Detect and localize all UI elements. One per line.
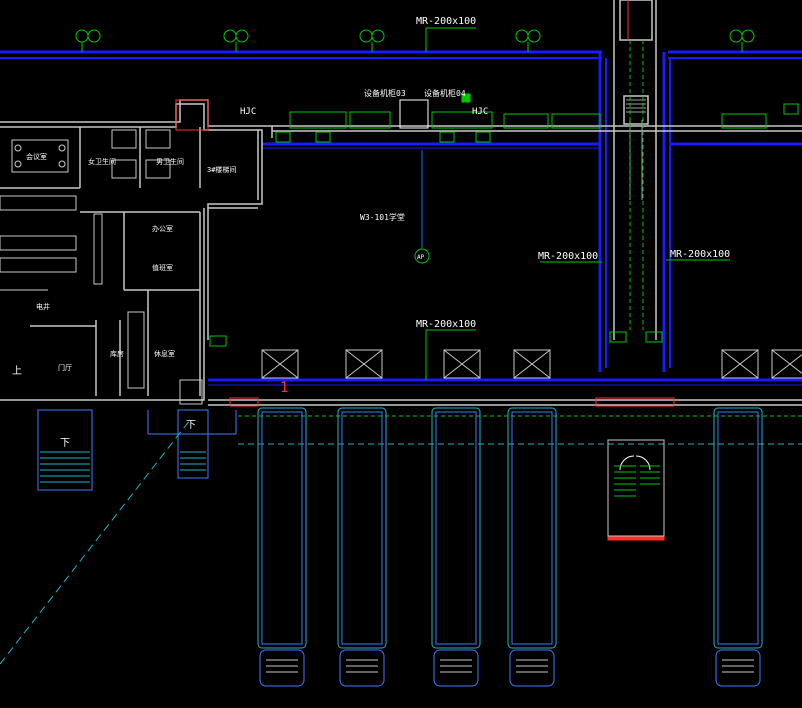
mid-cable-tray <box>262 142 802 149</box>
top-cable-tray <box>0 50 802 372</box>
leader-lines <box>425 27 730 380</box>
room-gents: 男卫生间 <box>156 157 184 166</box>
tray-label-right-b: MR-200x100 <box>670 249 730 260</box>
room-lobby: 门厅 <box>58 363 72 372</box>
room-ladies: 女卫生间 <box>88 157 116 166</box>
room-main: W3-101学堂 <box>360 212 405 222</box>
ap-symbol <box>414 248 430 264</box>
outlet-symbols-mid <box>209 103 799 347</box>
ventilation-unit <box>721 349 759 379</box>
left-stair-treads <box>40 451 206 483</box>
room-electric: 电井 <box>36 302 50 311</box>
parking-column <box>507 407 557 687</box>
room-office-a: 办公室 <box>152 224 173 233</box>
room-storage: 库房 <box>110 349 124 358</box>
bottom-cable-tray <box>208 378 802 386</box>
ap-label: AP <box>417 254 425 261</box>
stair-down-mid: 下 <box>186 420 196 431</box>
grid-number: 1 <box>280 380 288 396</box>
parking-column <box>257 407 307 687</box>
stair-down-left: 下 <box>60 438 70 449</box>
tray-label-top: MR-200x100 <box>416 16 476 27</box>
tray-label-right-a: MR-200x100 <box>538 251 598 262</box>
cabinet-04-label: 设备机柜04 <box>424 88 466 98</box>
room-meeting: 会议室 <box>26 152 47 161</box>
ventilation-units <box>261 349 802 379</box>
ventilation-unit <box>513 349 551 379</box>
ventilation-unit <box>261 349 299 379</box>
room-office-b: 值班室 <box>152 263 173 272</box>
ventilation-unit <box>443 349 481 379</box>
center-staircase <box>607 439 665 537</box>
parking-column <box>337 407 387 687</box>
room-duty: 休息室 <box>154 349 175 358</box>
stair-up: 上 <box>12 365 22 377</box>
hjc-right-label: HJC <box>472 107 488 117</box>
room-elevator: 3#楼梯间 <box>207 165 236 174</box>
equipment-row <box>289 93 767 129</box>
tray-label-mid: MR-200x100 <box>416 319 476 330</box>
outlet-symbols-top <box>75 29 755 52</box>
parking-column <box>713 407 763 687</box>
ventilation-unit <box>345 349 383 379</box>
left-staircase <box>37 409 237 491</box>
ventilation-unit <box>771 349 802 379</box>
parking-column <box>431 407 481 687</box>
left-rooms <box>0 129 203 405</box>
center-stair-treads <box>614 465 660 497</box>
hjc-left-label: HJC <box>240 107 256 117</box>
cabinet-03-label: 设备机柜03 <box>364 88 406 98</box>
parking-columns <box>257 407 763 687</box>
